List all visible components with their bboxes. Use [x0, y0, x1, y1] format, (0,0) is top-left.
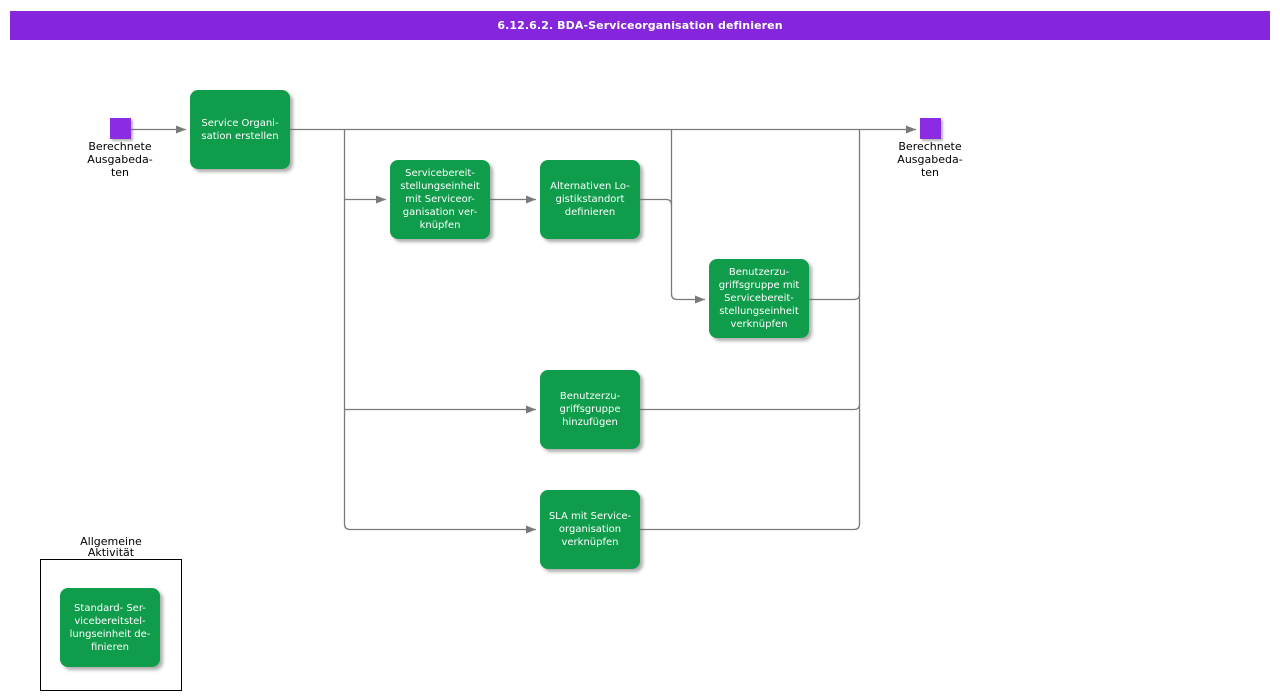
end-event-square[interactable]: [920, 118, 941, 139]
task-servicebereitstellungseinheit-mit-serviceorganisation-verknuepfen[interactable]: Servicebereit- stellungseinheit mit Serv…: [390, 160, 490, 239]
flow-branch-to-benutzerzugriffsgruppe-mit: [670, 129, 705, 304]
end-event-label: Berechnete Ausgabeda- ten: [897, 140, 963, 179]
start-event-square[interactable]: [110, 118, 131, 139]
task-service-organisation-erstellen[interactable]: Service Organi- sation erstellen: [190, 90, 290, 169]
task-sla-mit-serviceorganisation-verknuepfen[interactable]: SLA mit Service- organisation verknüpfen: [540, 490, 640, 569]
diagram-title: 6.12.6.2. BDA-Serviceorganisation defini…: [497, 19, 783, 32]
task-benutzerzugriffsgruppe-mit-servicebereitstellungseinheit-verknuepfen[interactable]: Benutzerzu- griffsgruppe mit Servicebere…: [709, 259, 809, 338]
flow-benutzerzugriffsgruppe-hinzufuegen-return: [640, 404, 861, 411]
task-benutzerzugriffsgruppe-hinzufuegen[interactable]: Benutzerzu- griffsgruppe hinzufügen: [540, 370, 640, 449]
task-standard-servicebereitstellungseinheit-definieren[interactable]: Standard- Ser- vicebereitstel- lungseinh…: [60, 588, 160, 667]
flow-benutzerzugriffsgruppe-mit-return: [809, 294, 861, 301]
general-activity-group-label: Allgemeine Aktivität: [80, 535, 142, 559]
task-alternativen-logistikstandort-definieren[interactable]: Alternativen Lo- gistikstandort definier…: [540, 160, 640, 239]
start-event-label: Berechnete Ausgabeda- ten: [87, 140, 153, 179]
flow-logistikstandort-merge: [640, 198, 673, 206]
diagram-title-bar: 6.12.6.2. BDA-Serviceorganisation defini…: [10, 11, 1270, 40]
